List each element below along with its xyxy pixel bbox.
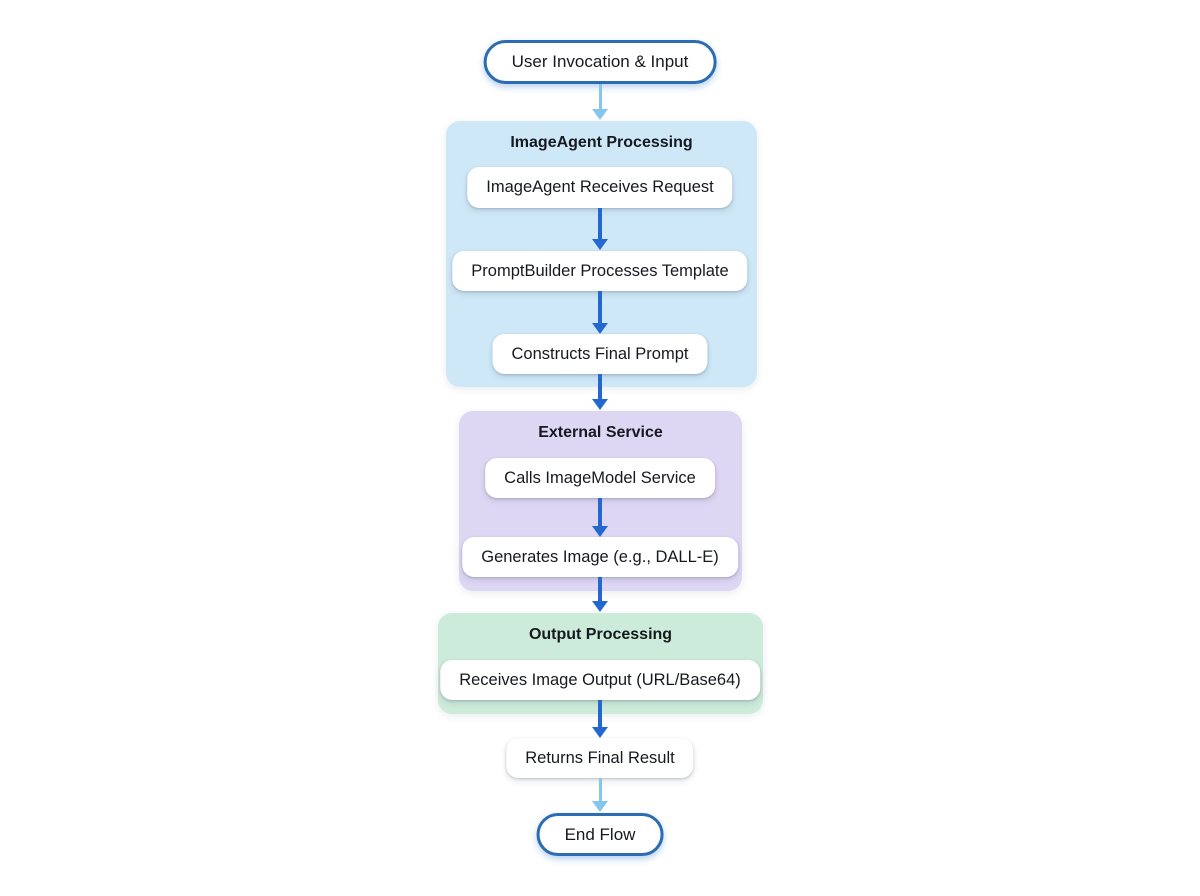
subgraph-title: ImageAgent Processing <box>510 134 693 151</box>
node-promptbuilder-processes-template: PromptBuilder Processes Template <box>452 251 748 291</box>
arrow-head-icon <box>592 399 608 410</box>
arrow-shaft <box>598 84 602 109</box>
arrow-start-to-imageagent <box>591 84 609 120</box>
node-constructs-final-prompt: Constructs Final Prompt <box>492 334 708 374</box>
subgraph-title: External Service <box>538 424 663 441</box>
arrow-shaft <box>598 577 602 601</box>
arrow-shaft <box>598 208 602 239</box>
subgraph-title: Output Processing <box>528 626 673 643</box>
arrow-constructs-to-external <box>591 374 609 410</box>
arrow-head-icon <box>592 323 608 334</box>
arrow-shaft <box>598 498 602 526</box>
arrow-returns-to-end <box>591 778 609 812</box>
arrow-head-icon <box>592 801 608 812</box>
node-end-flow: End Flow <box>536 813 664 856</box>
arrow-shaft <box>598 374 602 399</box>
node-receives-image-output: Receives Image Output (URL/Base64) <box>440 660 760 700</box>
arrow-head-icon <box>592 239 608 250</box>
arrow-receives-to-promptbuilder <box>591 208 609 250</box>
node-generates-image: Generates Image (e.g., DALL-E) <box>462 537 738 577</box>
node-imageagent-receives-request: ImageAgent Receives Request <box>467 167 733 208</box>
arrow-output-to-returns <box>591 700 609 738</box>
arrow-shaft <box>598 778 602 801</box>
arrow-head-icon <box>592 109 608 120</box>
arrow-shaft <box>598 291 602 323</box>
node-user-invocation: User Invocation & Input <box>483 40 717 84</box>
arrow-head-icon <box>592 526 608 537</box>
arrow-head-icon <box>592 601 608 612</box>
arrow-calls-to-generates <box>591 498 609 537</box>
arrow-promptbuilder-to-constructs <box>591 291 609 334</box>
node-returns-final-result: Returns Final Result <box>506 738 694 778</box>
arrow-generates-to-output <box>591 577 609 612</box>
arrow-shaft <box>598 700 602 727</box>
node-calls-imagemodel-service: Calls ImageModel Service <box>485 458 715 498</box>
arrow-head-icon <box>592 727 608 738</box>
